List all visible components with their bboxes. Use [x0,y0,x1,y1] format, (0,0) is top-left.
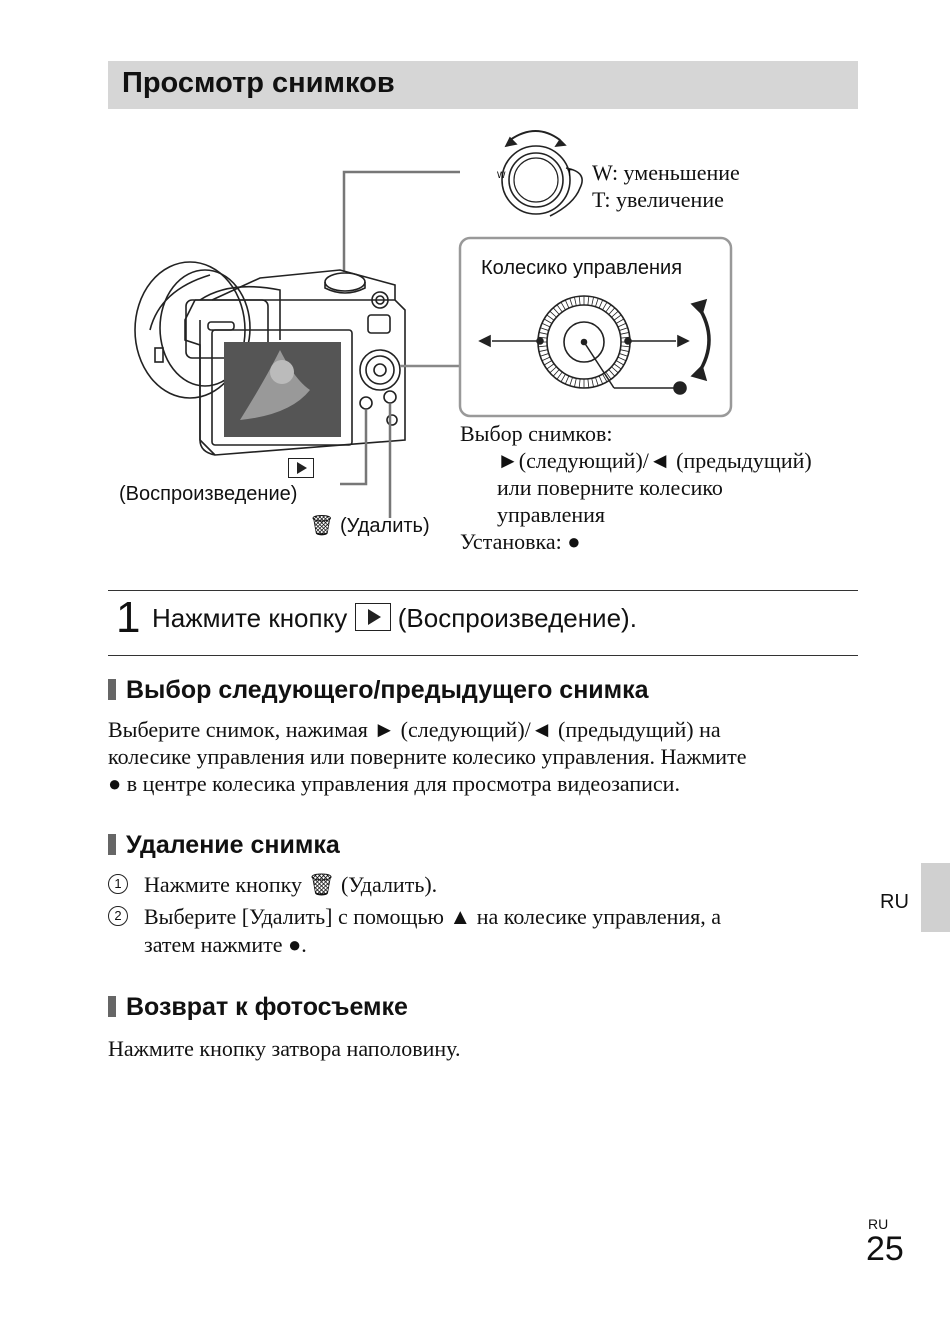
control-wheel-icon [478,295,711,395]
delete-step-1: 1 Нажмите кнопку 🗑 (Удалить). [108,871,828,899]
delete-step-2: 2 Выберите [Удалить] с помощью ▲ на коле… [108,903,828,959]
trash-icon: 🗑 [307,872,336,897]
dial-w-mark: W [497,170,506,180]
center-button-icon: ● [108,771,122,796]
dial-t-mark: T [567,168,573,178]
page-title: Просмотр снимков [122,67,395,99]
page-number: 25 [866,1230,904,1268]
select-line2: или поверните колесико [497,475,723,500]
heading-return: Возврат к фотосъемке [108,993,408,1022]
delete-label-line: 🗑 (Удалить) [309,515,430,537]
playback-label: (Воспроизведение) [119,483,298,505]
footer-lang: RU [868,1216,889,1232]
zoom-lever-icon [501,130,583,217]
playback-button-icon [288,458,314,480]
right-arrow-icon: ► [373,717,396,742]
heading-delete: Удаление снимка [108,831,340,860]
select-line3: управления [497,502,606,527]
zoom-t-label: T: увеличение [592,187,724,212]
paragraph-select: Выберите снимок, нажимая ► (следующий)/◄… [108,717,747,796]
language-tab-label: RU [880,891,909,913]
step-text: Нажмите кнопку (Воспроизведение). [152,603,637,633]
camera-body-icon [134,261,406,456]
select-line1: ►(следующий)/◄ (предыдущий) [497,448,812,473]
left-arrow-icon: ◄ [530,717,553,742]
step-number: 1 [116,593,141,642]
camera-diagram: W T [134,130,733,518]
right-arrow-icon: ► [497,448,519,473]
center-button-icon: ● [288,932,302,957]
select-heading: Выбор снимков: [460,421,613,446]
up-arrow-icon: ▲ [449,904,472,929]
left-arrow-icon: ◄ [648,448,671,473]
center-button-icon: ● [567,529,581,554]
paragraph-return: Нажмите кнопку затвора наполовину. [108,1036,461,1061]
dial-title: Колесико управления [481,257,683,279]
trash-icon: 🗑 [309,515,335,537]
heading-select: Выбор следующего/предыдущего снимка [108,676,649,705]
zoom-w-label: W: уменьшение [592,160,740,185]
title-bar: Просмотр снимков [108,61,858,109]
setting-line: Установка: ● [460,529,581,554]
step-1: 1 Нажмите кнопку (Воспроизведение). [108,590,858,656]
language-tab [921,863,950,932]
playback-button-icon [354,603,391,631]
